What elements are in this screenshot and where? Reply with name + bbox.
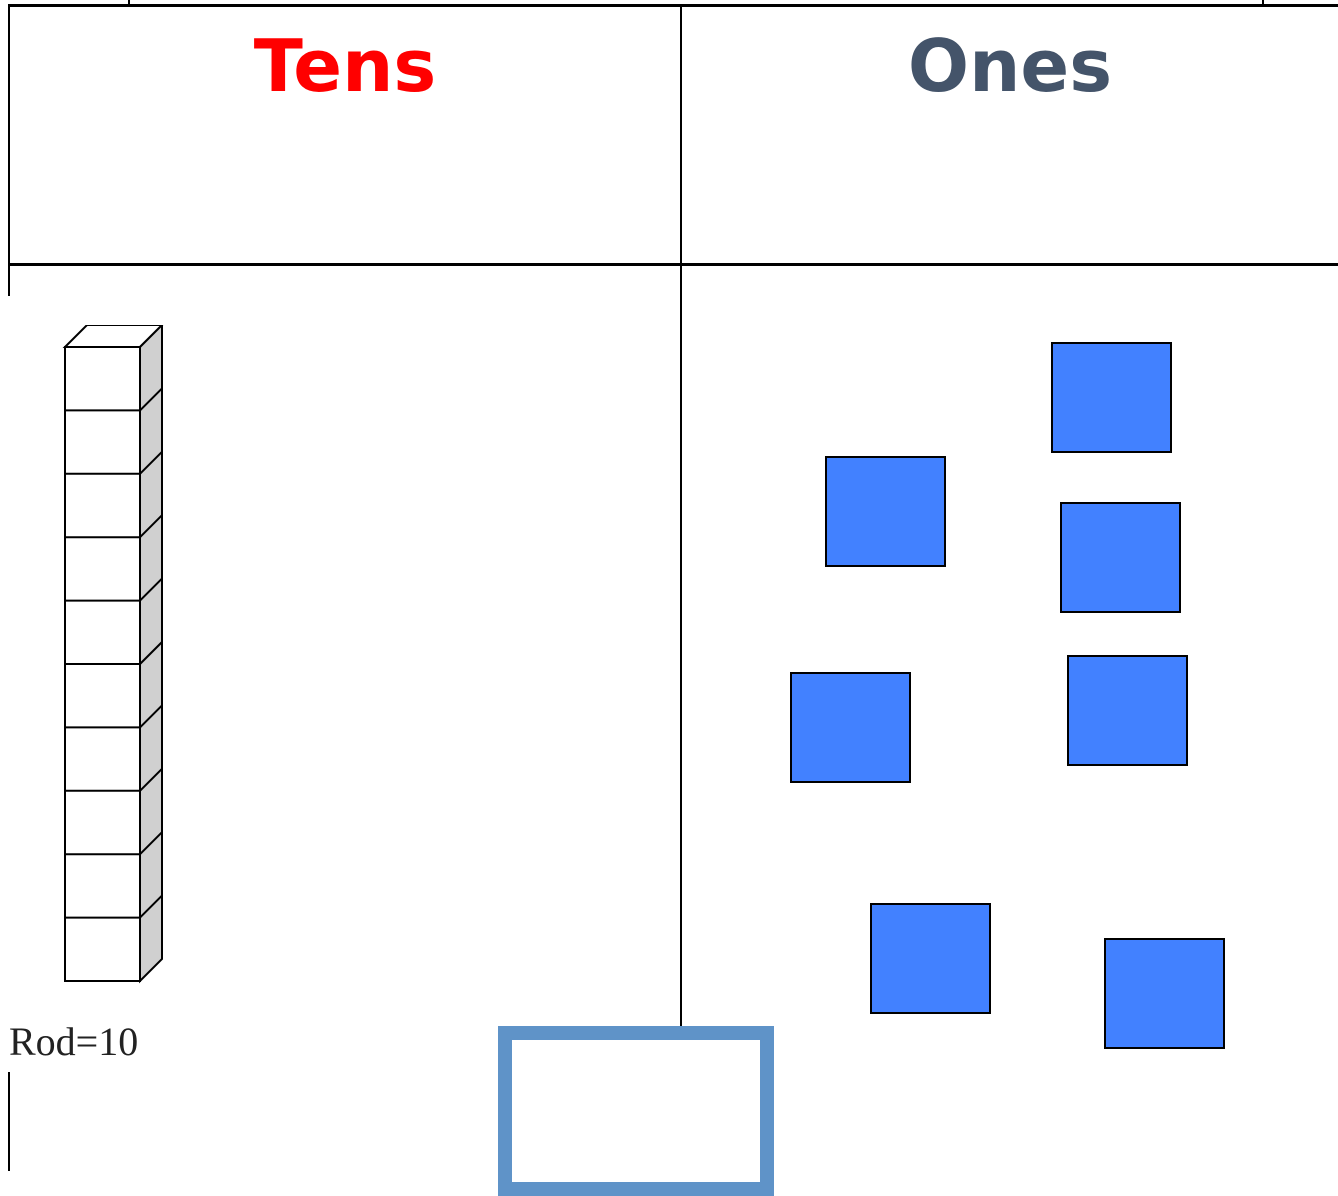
tens-heading: Tens [10,24,680,108]
ones-heading: Ones [682,24,1338,108]
unit-cube [1104,938,1225,1049]
table-top-border [8,4,1338,7]
unit-cube [825,456,946,567]
unit-cube [790,672,911,783]
unit-cube [1051,342,1172,453]
table-left-border-lower [8,1072,10,1171]
rod-label: Rod=10 [9,1016,138,1068]
unit-cube [870,903,991,1014]
unit-cube [1060,502,1181,613]
top-stub-right [1262,0,1264,6]
column-divider [680,4,682,1028]
header-row-divider [8,263,1338,266]
unit-cube [1067,655,1188,766]
top-stub-left [128,0,130,6]
ten-rod-icon [56,325,168,987]
